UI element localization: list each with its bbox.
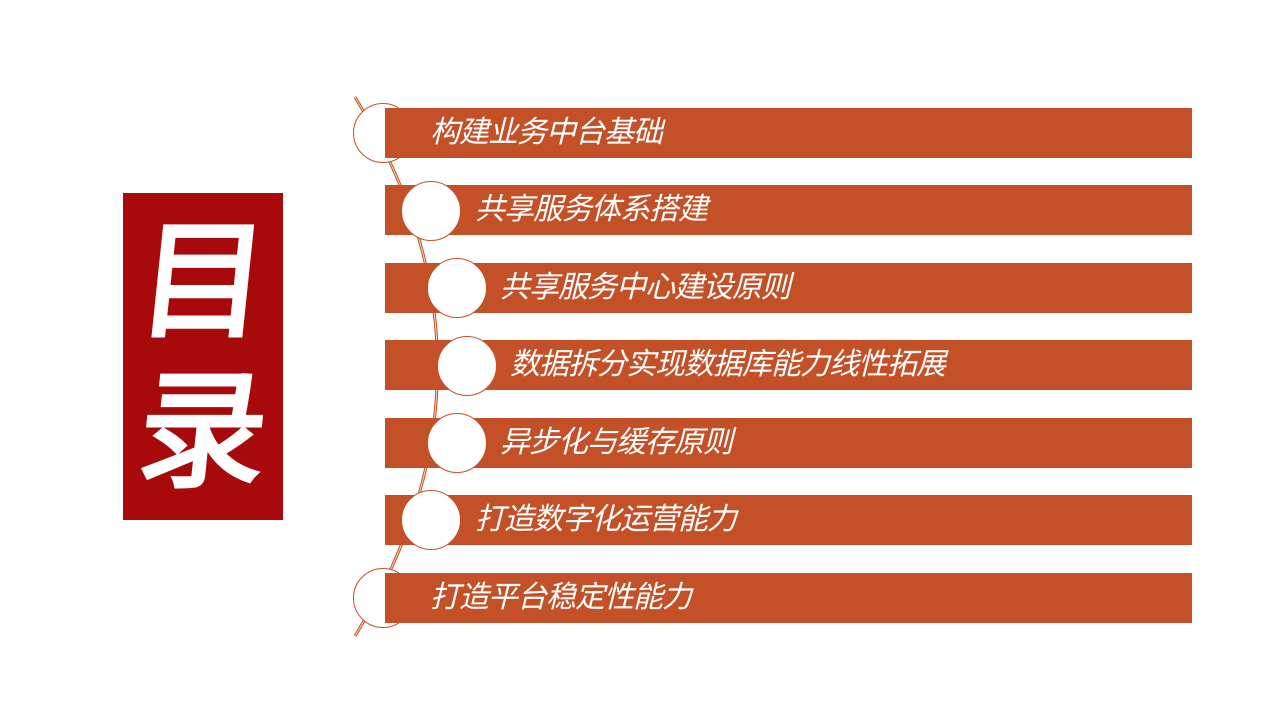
toc-item-7[interactable] <box>385 573 1192 623</box>
toc-item-label[interactable]: 共享服务体系搭建 <box>475 192 708 227</box>
item-circle <box>401 181 461 241</box>
toc-item-5[interactable] <box>385 418 1192 468</box>
toc-logo: 目 录 <box>123 193 283 520</box>
toc-item-6[interactable] <box>385 495 1192 545</box>
item-circle <box>437 336 497 396</box>
toc-item-2[interactable] <box>385 185 1192 235</box>
toc-item-label[interactable]: 异步化与缓存原则 <box>500 425 733 460</box>
toc-item-label[interactable]: 打造数字化运营能力 <box>475 502 737 537</box>
toc-item-label[interactable]: 构建业务中台基础 <box>430 115 663 150</box>
toc-item-4[interactable] <box>385 340 1192 390</box>
item-circle <box>401 490 461 550</box>
toc-item-label[interactable]: 数据拆分实现数据库能力线性拓展 <box>510 347 946 382</box>
toc-item-3[interactable] <box>385 263 1192 313</box>
item-circle <box>427 413 487 473</box>
toc-item-label[interactable]: 打造平台稳定性能力 <box>430 580 692 615</box>
toc-item-1[interactable] <box>385 108 1192 158</box>
toc-item-label[interactable]: 共享服务中心建设原则 <box>500 270 791 305</box>
item-circle <box>427 258 487 318</box>
